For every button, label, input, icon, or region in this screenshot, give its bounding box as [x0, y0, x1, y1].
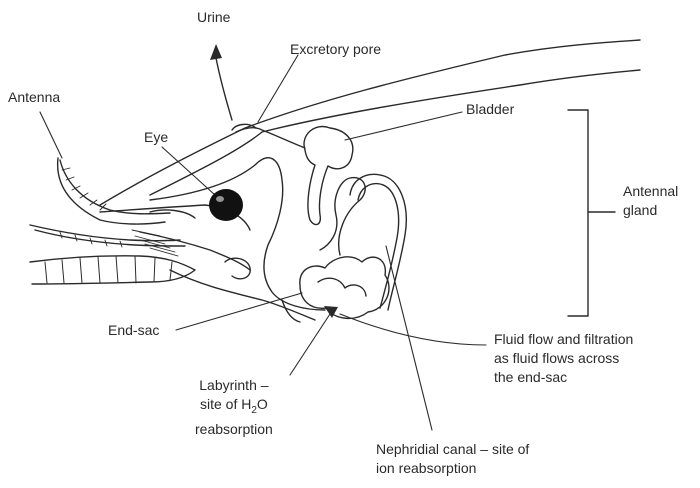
label-antenna: Antenna	[8, 88, 60, 107]
urine-arrowhead	[210, 44, 222, 60]
bladder	[304, 127, 353, 225]
nephridial-canal	[350, 174, 406, 310]
eye-highlight	[216, 196, 224, 202]
label-fluid-flow: Fluid flow and filtration as fluid flows…	[494, 330, 633, 387]
label-labyrinth-line2-pre: site of H	[200, 396, 251, 412]
leader-end-sac	[176, 293, 302, 330]
leg-base	[282, 300, 300, 322]
label-labyrinth-line1: Labyrinth –	[199, 377, 268, 393]
label-urine: Urine	[197, 8, 230, 27]
eye-icon	[209, 189, 243, 221]
label-excretory-pore: Excretory pore	[290, 40, 381, 59]
label-bladder: Bladder	[466, 100, 514, 119]
head-profile	[150, 158, 325, 310]
antennal-gland-bracket	[568, 110, 615, 316]
leader-antenna	[40, 112, 62, 158]
label-labyrinth-line3: reabsorption	[195, 421, 273, 437]
antenna-1	[60, 160, 170, 214]
leader-nephridial-canal	[386, 246, 432, 430]
antenna-2	[30, 225, 180, 241]
labyrinth	[320, 178, 365, 255]
label-labyrinth: Labyrinth – site of H2O reabsorption	[195, 376, 273, 439]
label-eye: Eye	[144, 128, 168, 147]
label-antennal-gland: Antennal gland	[623, 182, 678, 220]
mandible	[225, 258, 250, 279]
label-labyrinth-line2-post: O	[257, 396, 268, 412]
mouthpart-lower	[140, 232, 250, 270]
mouthpart-bristles	[132, 230, 178, 256]
leader-bladder	[345, 112, 462, 140]
leader-labyrinth	[290, 314, 330, 375]
leader-eye	[162, 147, 215, 195]
label-nephridial-canal: Nephridial canal – site of ion reabsorpt…	[376, 440, 529, 478]
carapace-outline	[100, 40, 640, 205]
leader-fluid-flow	[340, 314, 486, 345]
label-labyrinth-line2: site of H2O	[200, 396, 268, 412]
antennule-segments	[45, 256, 172, 283]
urine-arrow-shaft	[216, 58, 232, 120]
end-sac-inner	[318, 278, 366, 296]
excretory-duct	[236, 128, 305, 148]
label-end-sac: End-sac	[108, 321, 159, 340]
